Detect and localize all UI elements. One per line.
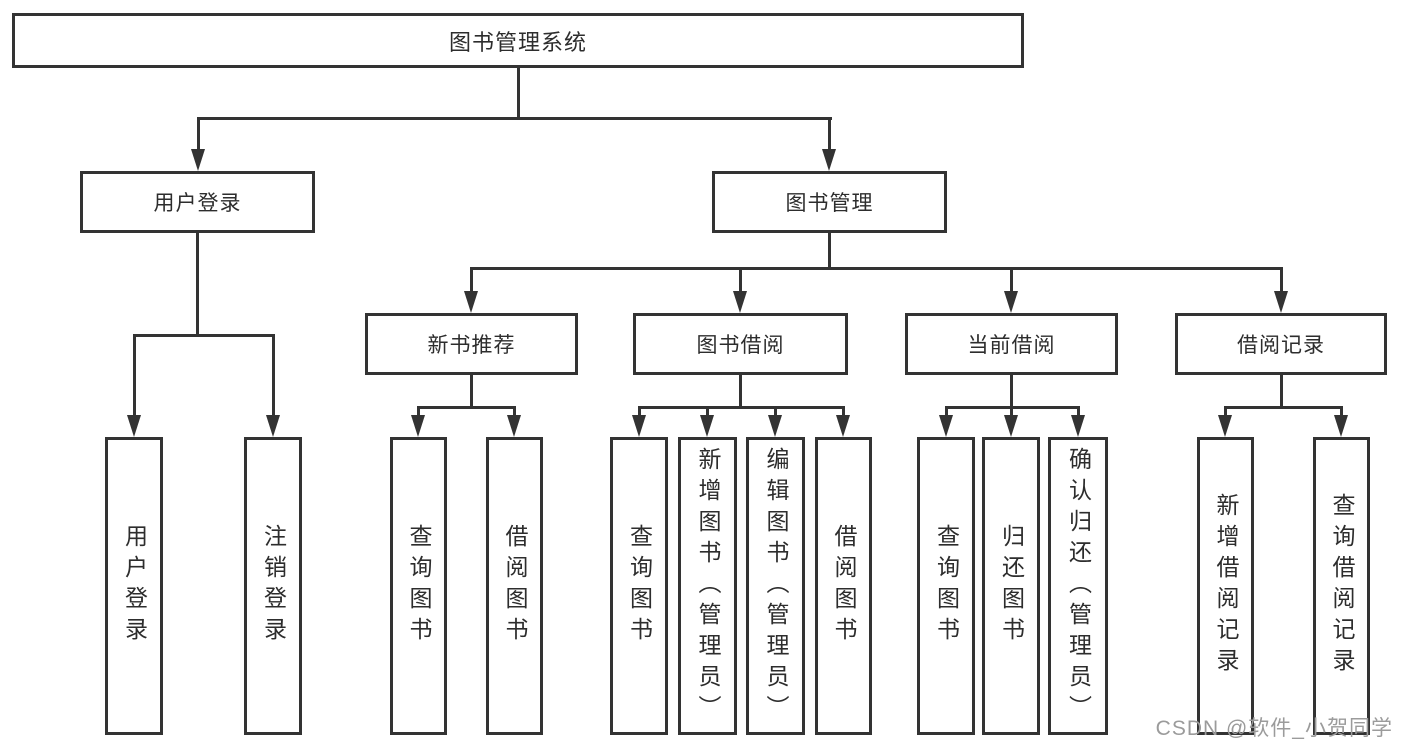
node-book-management: 图书管理: [712, 171, 947, 233]
connector-drop: [1077, 406, 1080, 419]
connector-drop: [1224, 406, 1227, 419]
arrowhead-icon: [1334, 415, 1348, 437]
arrowhead-icon: [1004, 291, 1018, 313]
arrowhead-icon: [1218, 415, 1232, 437]
leaf-newbooks-query: 查询图书: [390, 437, 447, 735]
leaf-logout: 注销登录: [244, 437, 302, 735]
arrowhead-icon: [411, 415, 425, 437]
connector-drop: [706, 406, 709, 419]
leaf-borrow-query-label: 查询图书: [626, 524, 653, 648]
leaf-records-query: 查询借阅记录: [1313, 437, 1370, 735]
connector-drop: [945, 406, 948, 419]
connector-drop: [1010, 267, 1013, 295]
arrowhead-icon: [836, 415, 850, 437]
arrowhead-icon: [700, 415, 714, 437]
node-book-borrow-label: 图书借阅: [696, 334, 785, 357]
connector-new-books-stem: [470, 375, 473, 408]
csdn-watermark: CSDN @软件_小贺同学: [1155, 717, 1393, 740]
connector-book-borrow-stem: [739, 375, 742, 408]
node-user-login: 用户登录: [80, 171, 315, 233]
leaf-user-login: 用户登录: [105, 437, 163, 735]
leaf-borrow-borrow-label: 借阅图书: [831, 524, 857, 648]
connector-bar-user-login: [133, 334, 275, 337]
connector-bar-book-borrow: [638, 406, 845, 409]
leaf-newbooks-borrow: 借阅图书: [486, 437, 543, 735]
leaf-current-query: 查询图书: [917, 437, 975, 735]
connector-drop: [638, 406, 641, 419]
arrowhead-icon: [1071, 415, 1085, 437]
arrowhead-icon: [191, 149, 205, 171]
connector-drop: [417, 406, 420, 419]
connector-drop: [1010, 406, 1013, 419]
arrowhead-icon: [822, 149, 836, 171]
connector-drop: [197, 117, 200, 153]
connector-drop: [828, 117, 831, 153]
node-user-login-label: 用户登录: [153, 192, 242, 215]
node-book-management-label: 图书管理: [785, 192, 874, 215]
connector-bar-level2: [197, 117, 832, 120]
leaf-borrow-edit-admin-label: 编辑图书（管理员）: [763, 446, 789, 726]
connector-root-stem: [517, 68, 520, 120]
node-current-borrow-label: 当前借阅: [967, 334, 1056, 357]
leaf-records-query-label: 查询借阅记录: [1329, 493, 1355, 679]
connector-book-mgmt-stem: [828, 233, 831, 269]
arrowhead-icon: [266, 415, 280, 437]
node-root: 图书管理系统: [12, 13, 1024, 68]
leaf-borrow-add-admin-label: 新增图书（管理员）: [695, 446, 721, 726]
arrowhead-icon: [1274, 291, 1288, 313]
connector-drop: [272, 334, 275, 418]
leaf-current-confirm-admin-label: 确认归还（管理员）: [1065, 446, 1092, 726]
node-new-book-recommend-label: 新书推荐: [427, 334, 516, 357]
leaf-borrow-query: 查询图书: [610, 437, 668, 735]
arrowhead-icon: [733, 291, 747, 313]
connector-bar-borrow-records: [1224, 406, 1343, 409]
connector-drop: [1340, 406, 1343, 419]
arrowhead-icon: [632, 415, 646, 437]
connector-drop: [842, 406, 845, 419]
leaf-current-return-label: 归还图书: [998, 524, 1025, 648]
node-current-borrow: 当前借阅: [905, 313, 1118, 375]
connector-drop: [1280, 267, 1283, 295]
node-borrow-records: 借阅记录: [1175, 313, 1387, 375]
leaf-borrow-borrow: 借阅图书: [815, 437, 872, 735]
node-root-label: 图书管理系统: [448, 29, 587, 55]
arrowhead-icon: [939, 415, 953, 437]
arrowhead-icon: [464, 291, 478, 313]
leaf-borrow-add-admin: 新增图书（管理员）: [678, 437, 737, 735]
connector-bar-level3: [470, 267, 1283, 270]
leaf-newbooks-query-label: 查询图书: [406, 524, 432, 648]
leaf-user-login-label: 用户登录: [121, 524, 148, 648]
leaf-records-add-label: 新增借阅记录: [1213, 493, 1239, 679]
arrowhead-icon: [507, 415, 521, 437]
arrowhead-icon: [768, 415, 782, 437]
leaf-borrow-edit-admin: 编辑图书（管理员）: [746, 437, 805, 735]
node-book-borrow: 图书借阅: [633, 313, 848, 375]
connector-bar-new-books: [417, 406, 516, 409]
node-new-book-recommend: 新书推荐: [365, 313, 578, 375]
node-borrow-records-label: 借阅记录: [1237, 334, 1325, 357]
connector-drop: [470, 267, 473, 295]
arrowhead-icon: [1004, 415, 1018, 437]
connector-user-login-stem: [196, 233, 199, 336]
connector-current-borrow-stem: [1010, 375, 1013, 408]
connector-borrow-records-stem: [1280, 375, 1283, 408]
arrowhead-icon: [127, 415, 141, 437]
leaf-current-query-label: 查询图书: [933, 524, 960, 648]
leaf-current-confirm-admin: 确认归还（管理员）: [1048, 437, 1108, 735]
connector-drop: [513, 406, 516, 419]
connector-drop: [133, 334, 136, 418]
connector-drop: [739, 267, 742, 295]
leaf-logout-label: 注销登录: [260, 524, 287, 648]
leaf-newbooks-borrow-label: 借阅图书: [502, 524, 528, 648]
connector-drop: [774, 406, 777, 419]
leaf-records-add: 新增借阅记录: [1197, 437, 1254, 735]
leaf-current-return: 归还图书: [982, 437, 1040, 735]
